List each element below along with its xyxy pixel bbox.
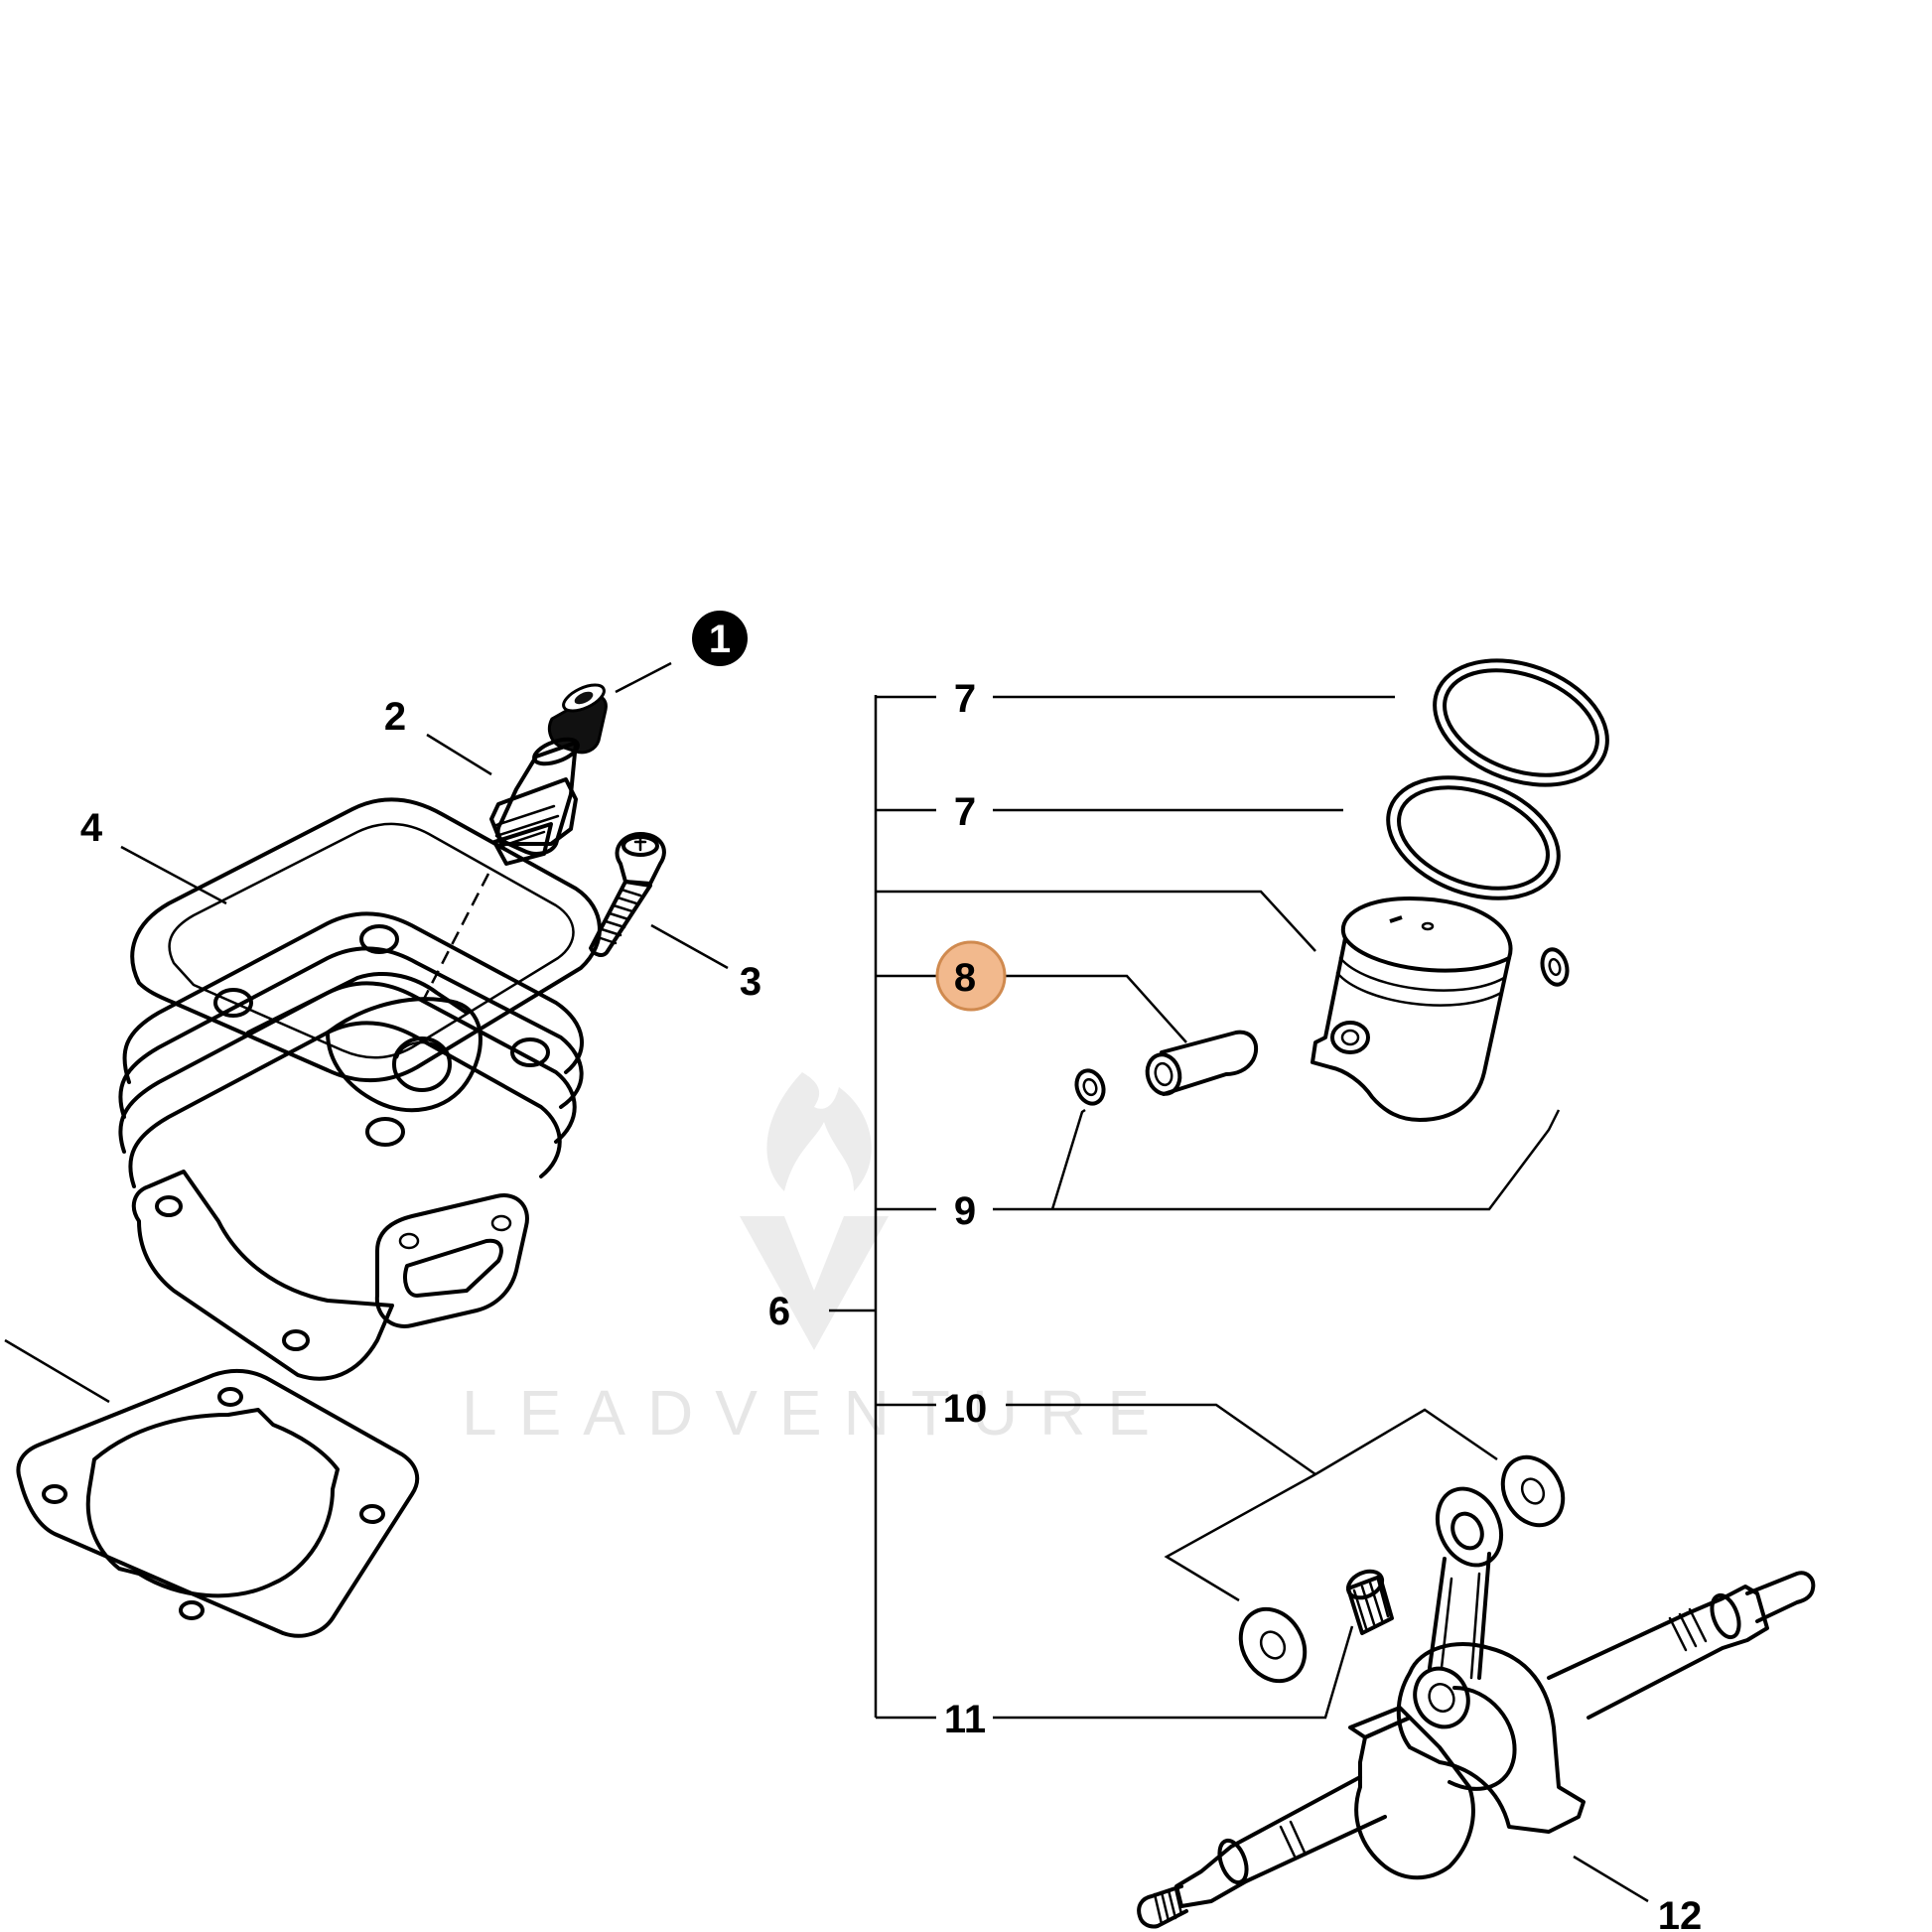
piston[interactable] [1311,897,1513,1122]
callout-8: 8 [954,956,976,1000]
callout-8-highlight[interactable]: 8 [935,940,1007,1012]
callout-9[interactable]: 9 [954,1189,976,1233]
base-gasket[interactable] [16,1368,420,1638]
callout-6[interactable]: 6 [768,1290,790,1333]
flame-logo-icon [766,1072,872,1191]
circlip-left[interactable] [1072,1067,1108,1108]
callout-11[interactable]: 11 [944,1698,986,1741]
callout-1-label: 1 [709,618,731,661]
callout-10[interactable]: 10 [943,1387,988,1431]
callout-12[interactable]: 12 [1658,1894,1703,1932]
circlip-right[interactable] [1539,947,1571,988]
callout-7-upper[interactable]: 7 [954,677,976,721]
piston-ring-upper[interactable] [1418,638,1625,808]
crankshaft[interactable] [1137,1478,1816,1929]
leader-lines [4,661,1649,1903]
callout-2[interactable]: 2 [384,695,406,739]
watermark-text: LEADVENTURE [462,1377,1172,1449]
cylinder-screw[interactable] [589,832,666,957]
piston-pin[interactable] [1143,1030,1259,1098]
cylinder[interactable] [118,797,602,1381]
thrust-washer-upper[interactable] [1491,1447,1575,1536]
callout-7-lower[interactable]: 7 [954,790,976,834]
callout-4[interactable]: 4 [80,806,103,850]
piston-ring-lower[interactable] [1371,756,1576,920]
watermark: LEADVENTURE [462,1072,1172,1449]
callout-1[interactable]: 1 [692,611,748,666]
thrust-washer-lower[interactable] [1228,1597,1317,1693]
needle-bearing[interactable] [1344,1567,1394,1635]
decompression-valve[interactable] [489,735,581,866]
callout-3[interactable]: 3 [740,960,761,1004]
v-logo-icon [740,1216,889,1350]
